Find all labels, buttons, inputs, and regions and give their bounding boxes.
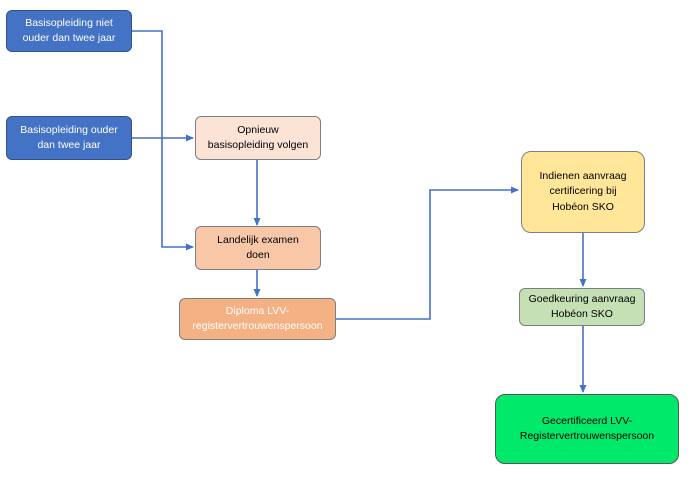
node-gecertificeerd-lvv: Gecertificeerd LVV- Registervertrouwensp… xyxy=(495,394,679,464)
node-basisopleiding-ouder: Basisopleiding ouder dan twee jaar xyxy=(6,116,132,160)
connector-diploma-to-indienen xyxy=(336,186,519,320)
node-opnieuw-basisopleiding: Opnieuw basisopleiding volgen xyxy=(195,116,321,160)
node-indienen-aanvraag: Indienen aanvraag certificering bij Hobé… xyxy=(521,151,645,233)
node-landelijk-examen: Landelijk examen doen xyxy=(195,226,321,270)
node-goedkeuring-aanvraag: Goedkeuring aanvraag Hobéon SKO xyxy=(519,288,645,326)
connector-niet-ouder-to-landelijk xyxy=(132,30,194,251)
node-diploma-lvv: Diploma LVV- registervertrouwenspersoon xyxy=(179,298,336,340)
node-basisopleiding-niet-ouder: Basisopleiding niet ouder dan twee jaar xyxy=(6,10,132,52)
